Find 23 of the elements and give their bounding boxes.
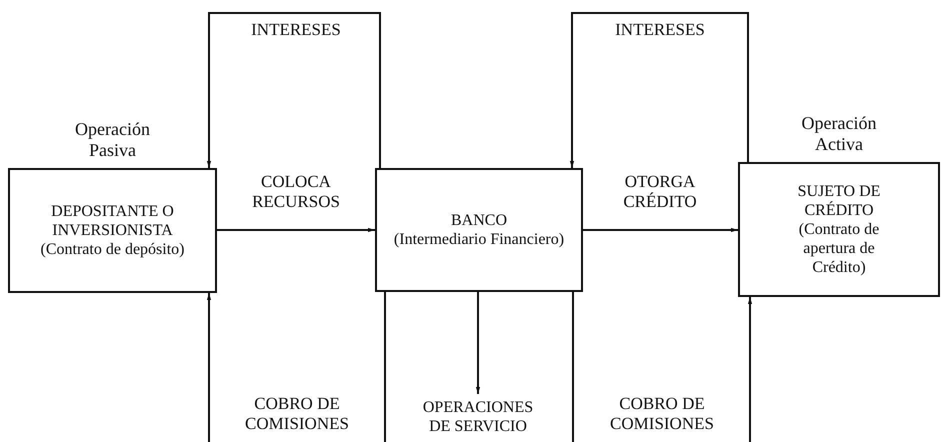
edge-label: COLOCA RECURSOS xyxy=(251,172,341,213)
arrow xyxy=(217,228,375,232)
arrow xyxy=(572,292,752,442)
entity-title: SUJETO DE CRÉDITO xyxy=(796,182,882,220)
arrow xyxy=(476,292,480,394)
entity-note: (Intermediario Financiero) xyxy=(394,230,564,250)
entity-title: DEPOSITANTE O INVERSIONISTA xyxy=(50,202,175,240)
edge-label: INTERESES xyxy=(250,20,342,40)
node-label: OPERACIONES DE SERVICIO xyxy=(422,398,534,436)
arrow xyxy=(206,12,381,168)
arrow xyxy=(583,228,738,232)
entity-title: BANCO xyxy=(450,210,507,230)
operation-heading: Operación Pasiva xyxy=(74,118,151,162)
entity-box xyxy=(375,168,583,292)
operation-heading: Operación Activa xyxy=(800,112,878,156)
edge-label: OTORGA CRÉDITO xyxy=(622,172,698,213)
arrow xyxy=(570,12,749,168)
edge-label: COBRO DE COMISIONES xyxy=(244,394,350,435)
entity-note: (Contrato de depósito) xyxy=(40,240,184,260)
edge-label: COBRO DE COMISIONES xyxy=(609,394,715,435)
edge-label: INTERESES xyxy=(614,20,706,40)
entity-note: (Contrato de apertura de Crédito) xyxy=(798,220,880,278)
arrow xyxy=(206,292,386,442)
